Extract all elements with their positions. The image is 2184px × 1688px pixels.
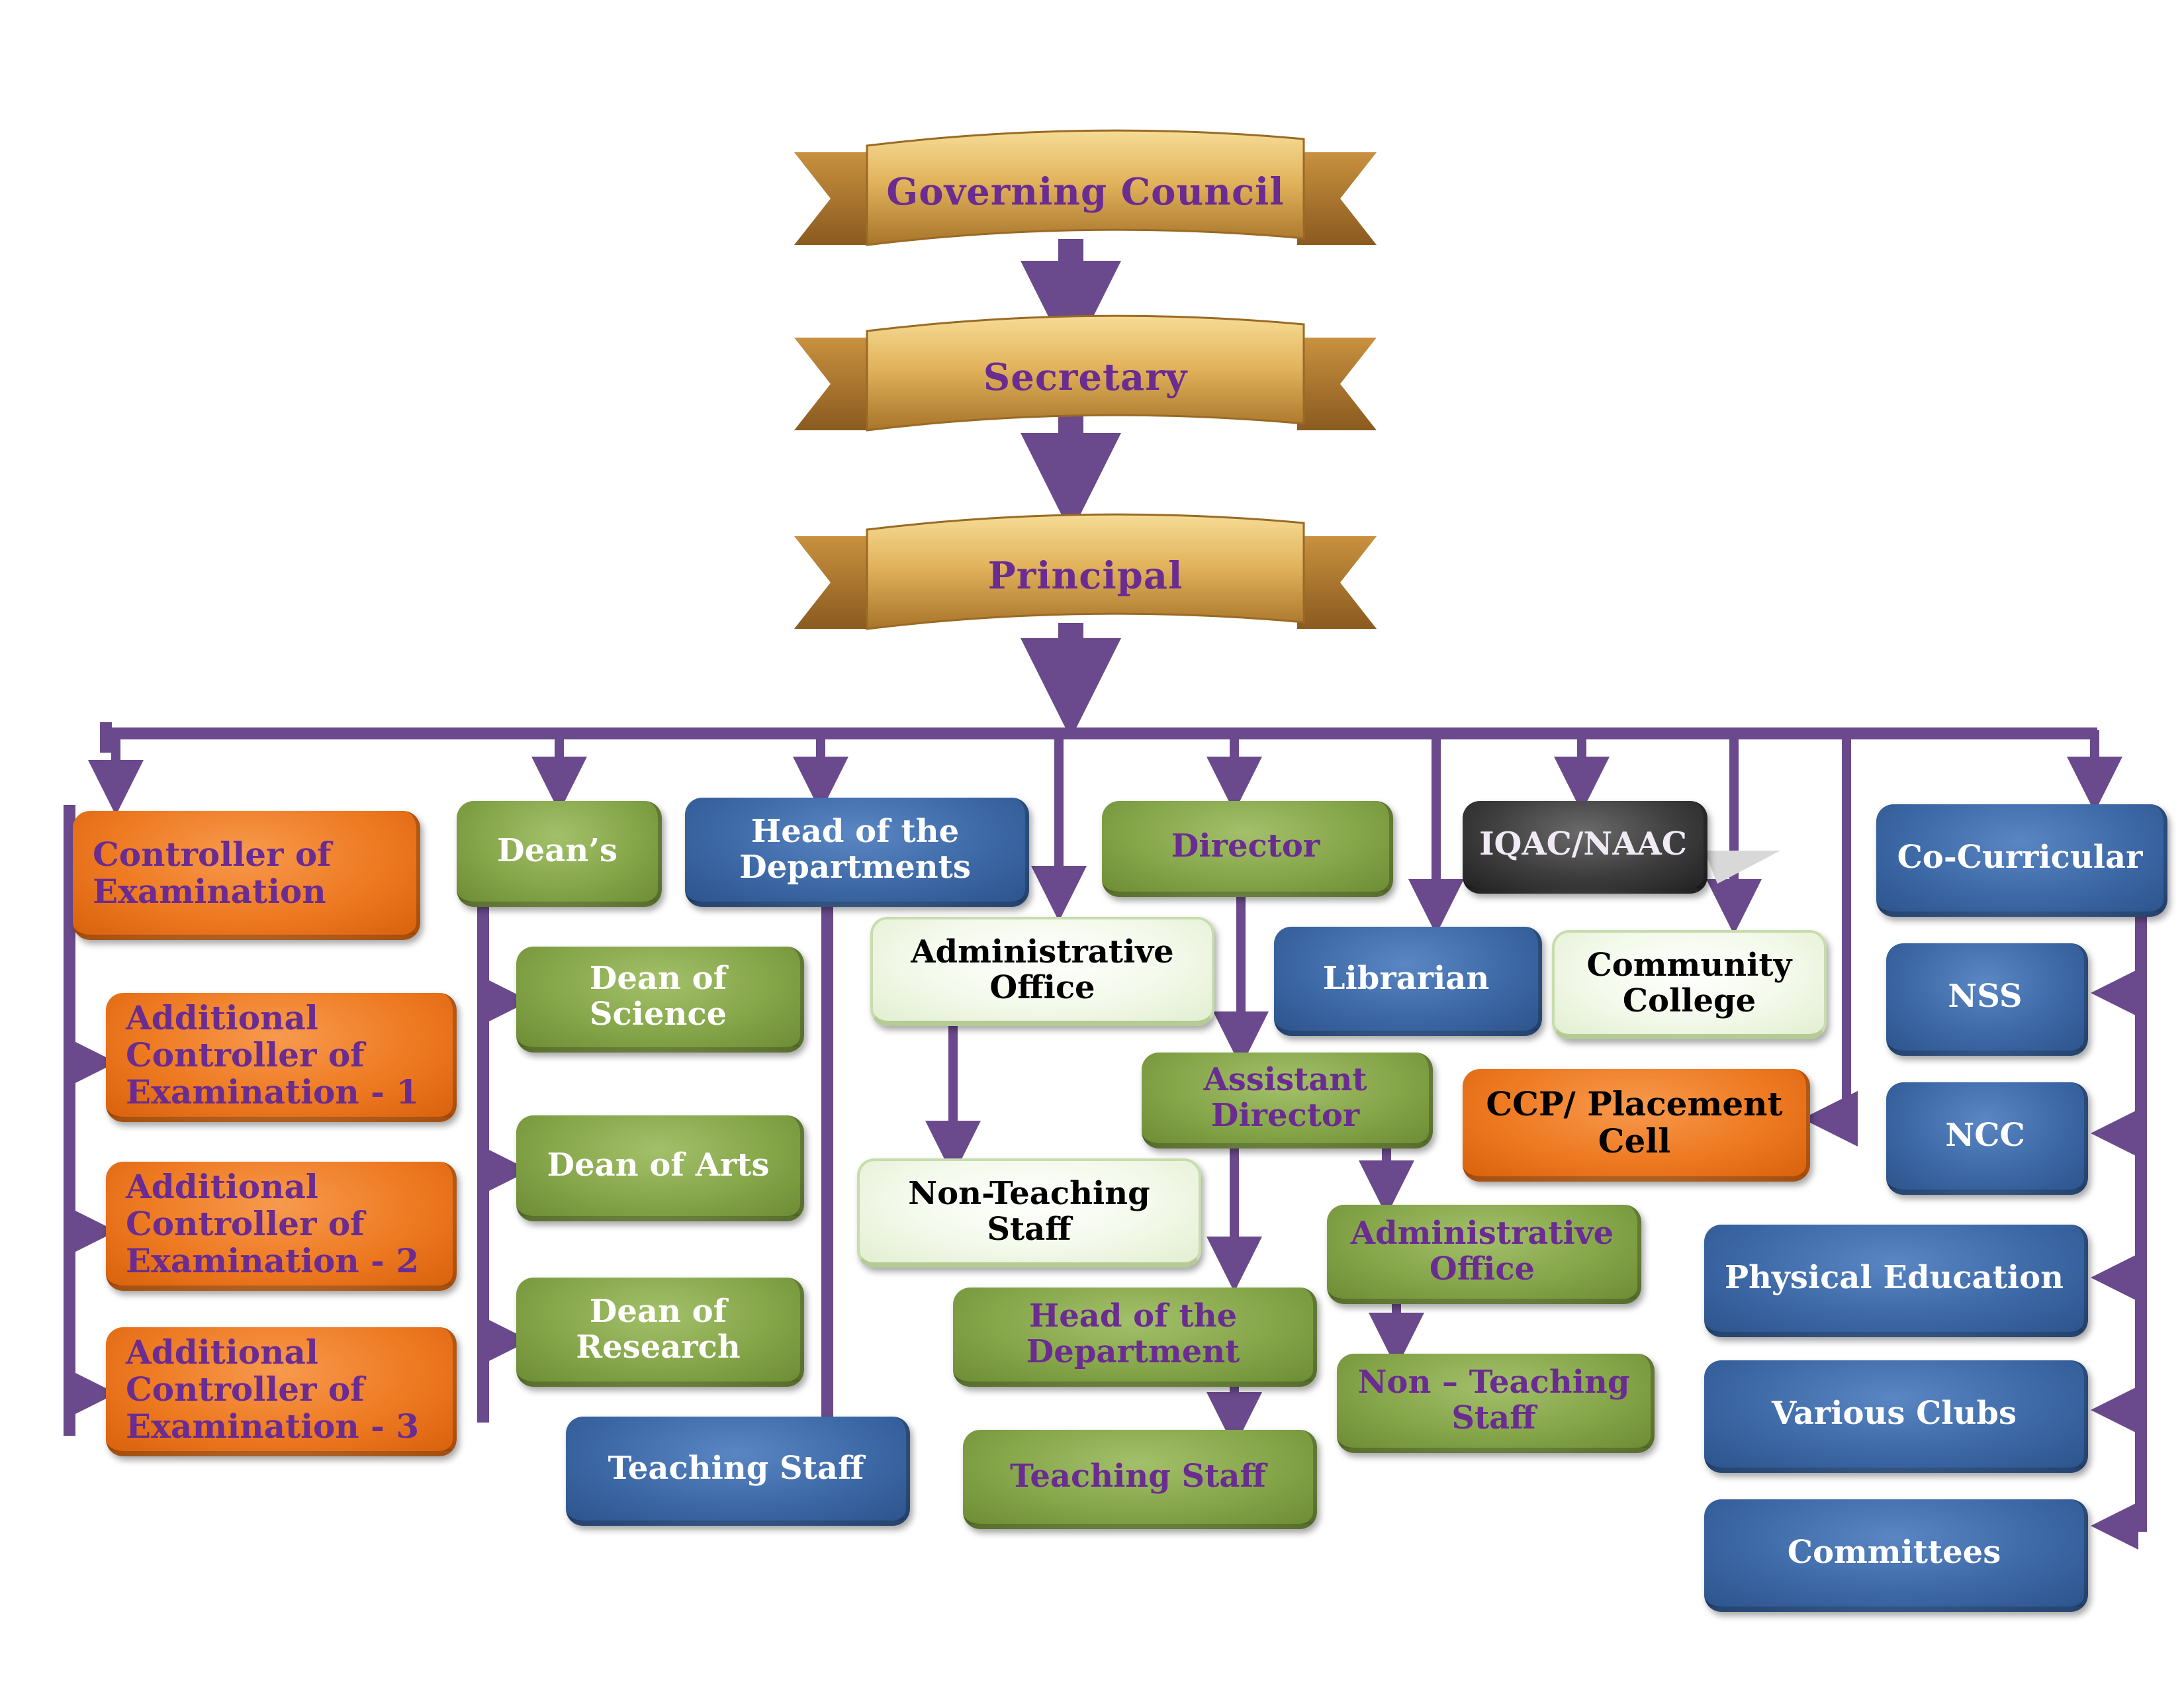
head-of-the-department: Head of the Department: [953, 1288, 1317, 1387]
various-clubs: Various Clubs: [1704, 1360, 2088, 1473]
secretary-label: Secretary: [983, 355, 1188, 399]
ribbon-shape: [794, 513, 1377, 630]
teaching-staff-director: Teaching Staff: [963, 1430, 1317, 1529]
iqac-naac: IQAC/NAAC: [1463, 801, 1707, 894]
controller-of-examination: Controller of Examination: [73, 811, 420, 940]
community-college: Community College: [1552, 930, 1827, 1039]
assistant-director: Assistant Director: [1142, 1053, 1433, 1149]
co-curricular: Co-Curricular: [1876, 804, 2167, 917]
ribbon-principal: Principal: [794, 510, 1377, 642]
iqac-tail: [1704, 851, 1780, 884]
ncc: NCC: [1886, 1082, 2088, 1195]
nss: NSS: [1886, 943, 2088, 1056]
teaching-staff-hod: Teaching Staff: [566, 1417, 910, 1526]
deans: Dean’s: [457, 801, 662, 907]
dean-of-science: Dean of Science: [516, 947, 804, 1053]
director: Director: [1102, 801, 1393, 897]
ribbon-shape: [794, 314, 1377, 432]
head-of-departments: Head of the Departments: [685, 798, 1029, 907]
ribbon-secretary: Secretary: [794, 311, 1377, 444]
administrative-office: Administrative Office: [870, 917, 1214, 1026]
non-teaching-staff: Non-Teaching Staff: [857, 1158, 1201, 1268]
dean-of-arts: Dean of Arts: [516, 1115, 804, 1221]
ribbon-governing-council: Governing Council: [794, 126, 1377, 258]
additional-controller-1: Additional Controller of Examination - 1: [106, 993, 457, 1122]
ccp-placement-cell: CCP/ Placement Cell: [1463, 1069, 1810, 1182]
dean-of-research: Dean of Research: [516, 1278, 804, 1387]
committees: Committees: [1704, 1499, 2088, 1612]
ribbon-shape: [794, 129, 1377, 246]
additional-controller-2: Additional Controller of Examination - 2: [106, 1162, 457, 1291]
governing-council-label: Governing Council: [886, 170, 1285, 214]
additional-controller-3: Additional Controller of Examination - 3: [106, 1327, 457, 1456]
physical-education: Physical Education: [1704, 1225, 2088, 1337]
librarian: Librarian: [1274, 927, 1542, 1036]
principal-label: Principal: [987, 554, 1183, 598]
non-teaching-staff-director: Non – Teaching Staff: [1337, 1354, 1655, 1453]
administrative-office-director: Administrative Office: [1327, 1205, 1641, 1304]
